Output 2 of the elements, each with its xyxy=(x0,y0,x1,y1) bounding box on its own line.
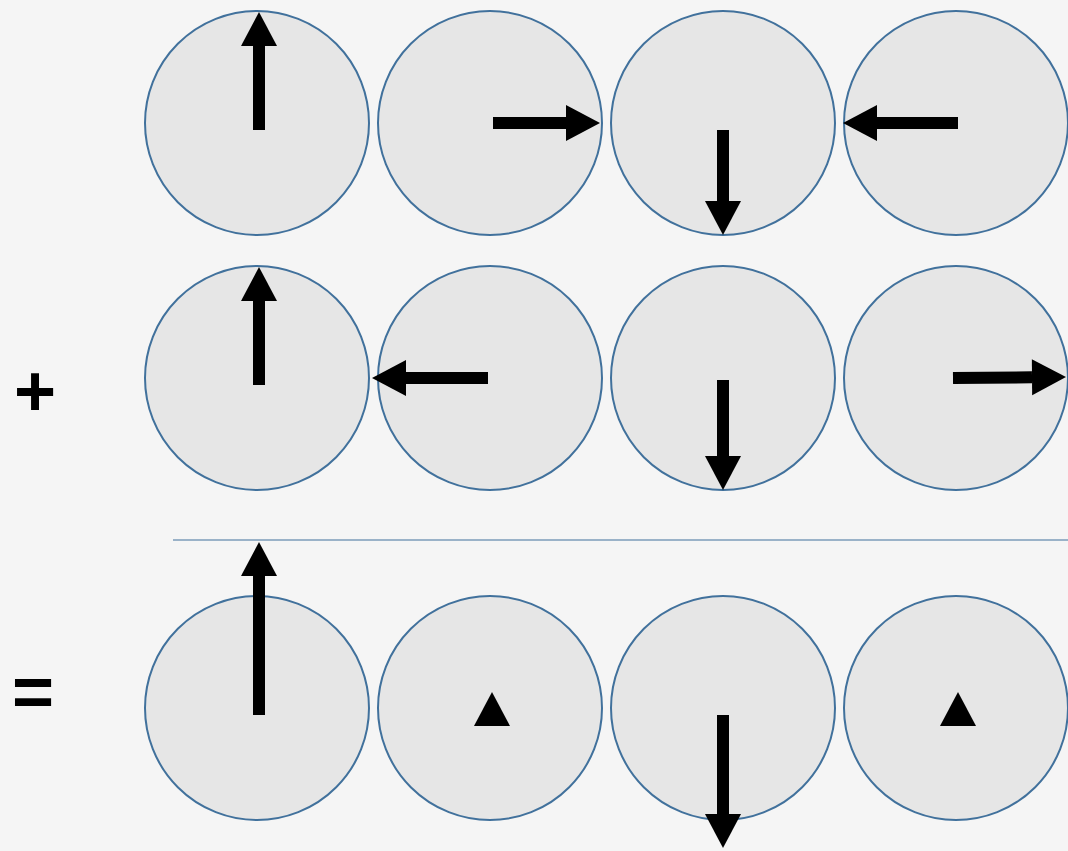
equals-sign: = xyxy=(12,655,55,727)
plus-sign: + xyxy=(14,355,57,427)
